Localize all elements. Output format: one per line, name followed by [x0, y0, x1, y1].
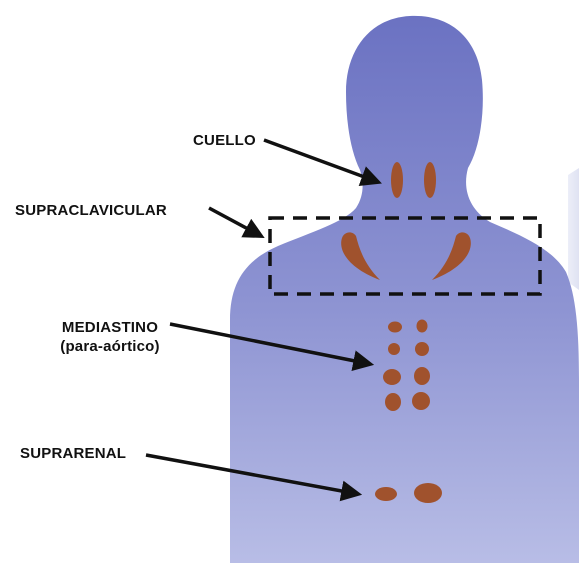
label-suprarenal: SUPRARENAL — [20, 444, 126, 463]
lymph-node-mediastinum — [412, 392, 430, 410]
label-cuello: CUELLO — [193, 131, 256, 150]
label-supraclavicular: SUPRACLAVICULAR — [15, 201, 167, 220]
label-mediastino-line2: (para-aórtico) — [50, 337, 170, 356]
lymph-node-neck-right — [424, 162, 436, 198]
lymph-node-mediastinum — [415, 342, 429, 356]
background-panel — [568, 168, 579, 290]
lymph-node-mediastinum — [417, 320, 428, 333]
lymph-node-mediastinum — [414, 367, 430, 385]
lymph-node-suprarenal-left — [375, 487, 397, 501]
lymph-node-mediastinum — [388, 322, 402, 333]
lymph-node-mediastinum — [385, 393, 401, 411]
lymph-node-mediastinum — [383, 369, 401, 385]
arrow-supraclavicular — [209, 208, 261, 236]
label-mediastino-line1: MEDIASTINO — [50, 318, 170, 337]
label-mediastino: MEDIASTINO (para-aórtico) — [50, 318, 170, 356]
lymph-node-mediastinum — [388, 343, 400, 355]
lymph-node-suprarenal-right — [414, 483, 442, 503]
lymph-node-neck-left — [391, 162, 403, 198]
